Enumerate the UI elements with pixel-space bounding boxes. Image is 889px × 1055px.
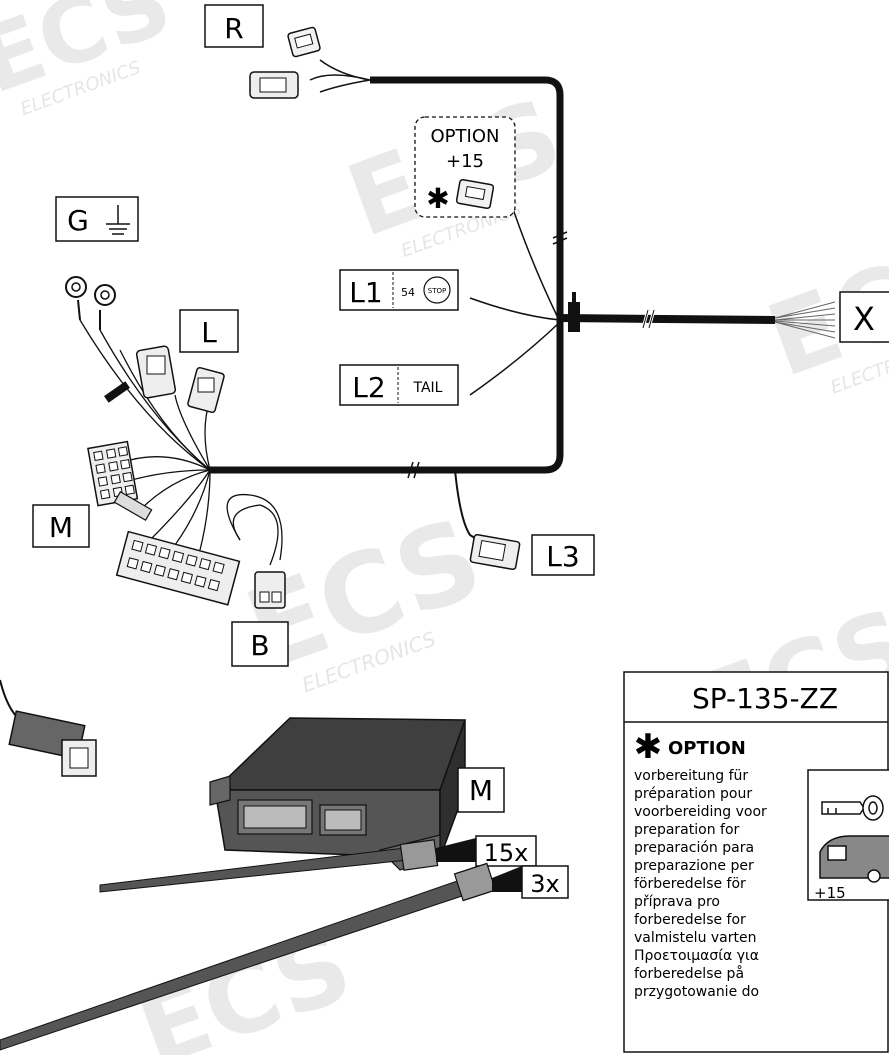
label-x: X: [839, 291, 889, 343]
language-item: förberedelse för: [634, 876, 746, 892]
harness-x-cable: [559, 314, 776, 324]
label-b-text: B: [250, 629, 269, 662]
cable-tie-clip: [568, 302, 580, 332]
label-l3: L3: [531, 534, 595, 576]
language-item: vorbereitung für: [634, 768, 748, 784]
stop-icon: [423, 276, 451, 304]
language-item: preparación para: [634, 840, 754, 856]
label-l1-text: L1: [349, 276, 382, 309]
label-m-module: M: [457, 767, 505, 813]
language-item: forberedelse for: [634, 912, 746, 928]
ground-ring-terminals: [65, 276, 130, 403]
wire-l1: [469, 297, 561, 321]
label-l: L: [179, 309, 239, 353]
watermark-1: ECS ELECTRONICS: [0, 0, 184, 120]
label-l-text: L: [201, 316, 217, 349]
break-mark: [552, 231, 568, 245]
label-l3-text: L3: [546, 540, 579, 573]
control-module: [209, 717, 467, 871]
label-x-text: X: [853, 300, 875, 338]
break-mark: [642, 309, 655, 329]
caravan-icon: [819, 835, 889, 883]
wire-l3: [454, 469, 479, 541]
cable-tie-3x: 3x: [0, 862, 569, 1051]
label-g-text: G: [67, 204, 89, 237]
label-m-module-text: M: [469, 774, 493, 807]
wire-l2: [469, 321, 561, 396]
info-title: SP-135-ZZ: [692, 682, 838, 715]
label-l2-tail: TAIL: [413, 380, 443, 396]
connector-l3: [469, 533, 521, 571]
connector-m-block: [87, 440, 241, 606]
wire-option: [509, 199, 559, 319]
label-l2-text: L2: [352, 371, 385, 404]
tie-15x-label: 15x: [484, 839, 529, 867]
ignition-panel: +15: [807, 769, 889, 902]
harness-main-cable: [210, 76, 564, 474]
tie-3x-label: 3x: [530, 870, 559, 898]
left-wire-bundle: [79, 319, 283, 566]
cable-tie-clip: [572, 292, 576, 304]
label-l1-stop: STOP: [428, 287, 446, 295]
info-star-icon: ✱: [634, 727, 663, 767]
label-l2: L2 TAIL: [339, 364, 459, 406]
info-plus15: +15: [814, 884, 846, 902]
language-item: przygotowanie do: [634, 984, 759, 1000]
option-star-icon: ✱: [426, 182, 449, 215]
label-r-text: R: [224, 12, 243, 45]
label-l1-num: 54: [401, 286, 415, 299]
info-box: SP-135-ZZ ✱ OPTION vorbereitung für prép…: [623, 671, 889, 1053]
option-plus15: +15: [446, 151, 484, 172]
language-item: preparazione per: [634, 858, 754, 874]
language-item: préparation pour: [634, 786, 752, 802]
language-item: valmistelu varten: [634, 930, 757, 946]
label-r: R: [204, 4, 264, 48]
language-item: voorbereiding voor: [634, 804, 767, 820]
break-mark: [407, 461, 420, 479]
language-item: příprava pro: [634, 894, 720, 910]
connector-r: [249, 26, 371, 99]
label-b: B: [231, 621, 289, 667]
loose-connector: [0, 679, 97, 777]
cable-tie-15x: 15x: [99, 835, 537, 893]
language-item: preparation for: [634, 822, 740, 838]
label-m-top: M: [32, 504, 90, 548]
x-wire-fan: [774, 301, 836, 339]
connector-l: [135, 345, 225, 414]
ground-icon: [106, 205, 130, 235]
option-title: OPTION: [431, 126, 500, 147]
language-item: forberedelse på: [634, 965, 744, 982]
label-m-top-text: M: [49, 511, 73, 544]
option-box: OPTION +15 ✱: [414, 116, 516, 218]
connector-b: [254, 571, 286, 609]
language-list: vorbereitung für préparation pour voorbe…: [634, 768, 767, 1000]
label-g: G: [55, 196, 139, 242]
info-option-label: OPTION: [668, 738, 746, 759]
label-l1: L1 54 STOP: [339, 269, 459, 311]
key-icon: [821, 795, 884, 821]
main-harness: [210, 76, 836, 541]
language-item: Προετοιμασία για: [634, 948, 759, 964]
